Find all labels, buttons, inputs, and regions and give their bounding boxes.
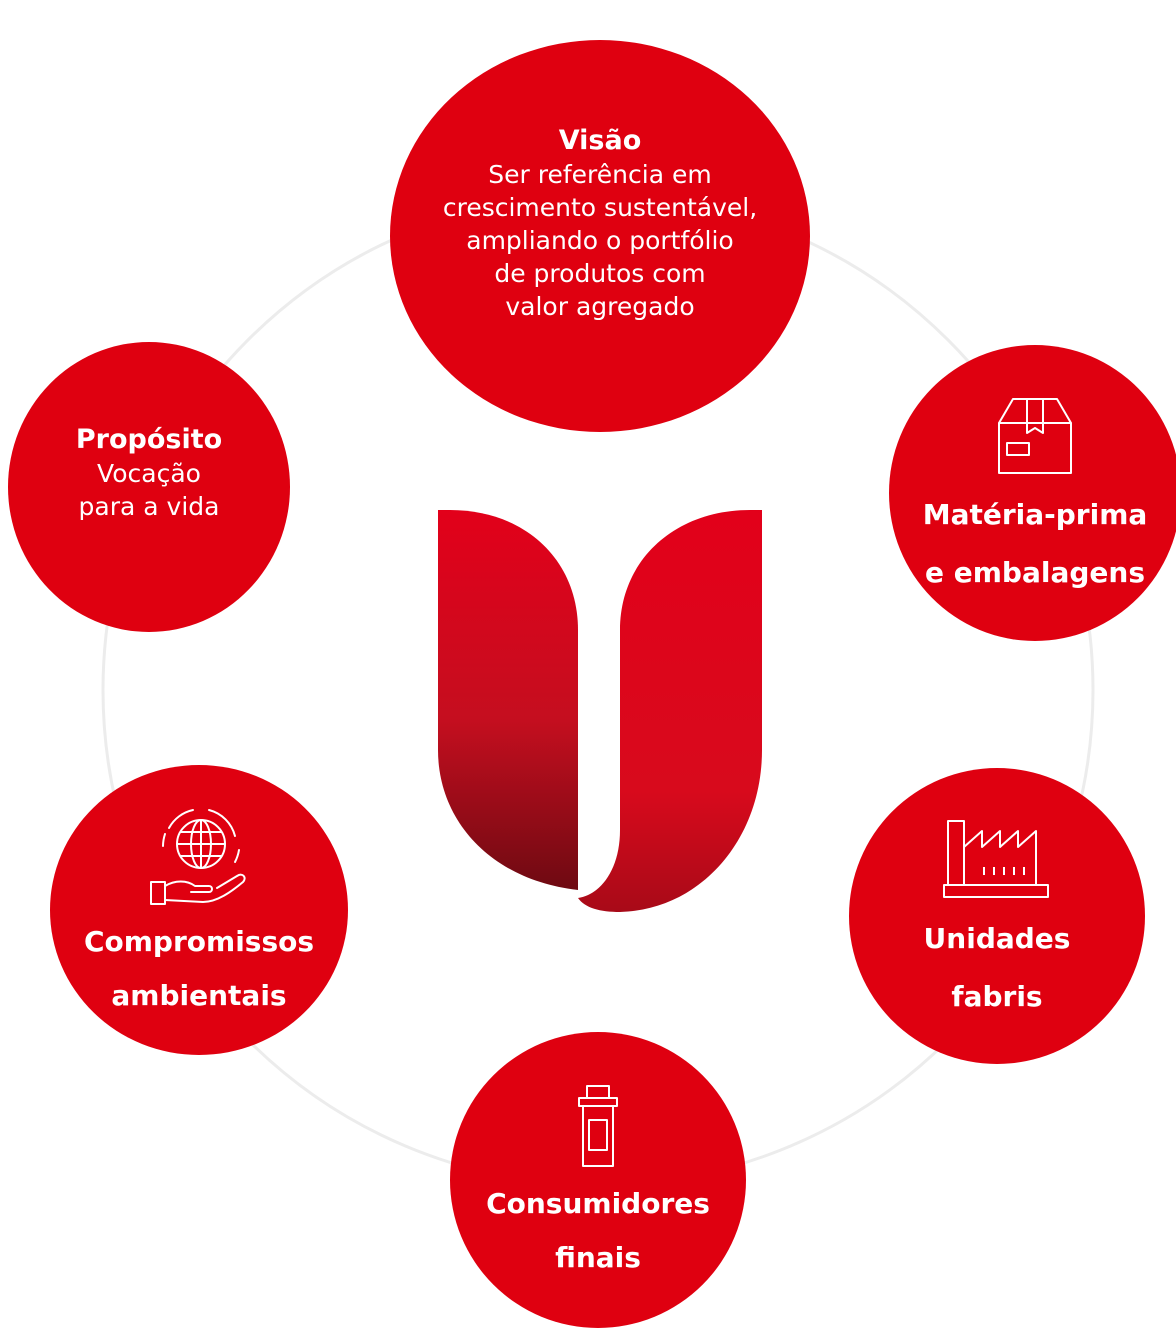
factory-units-circle: Unidades fabris bbox=[849, 768, 1145, 1064]
vision-line: ampliando o portfólio bbox=[466, 225, 734, 255]
globe-in-hand-icon bbox=[150, 809, 246, 905]
factory-units-label: Unidades bbox=[923, 922, 1071, 955]
vision-line: valor agregado bbox=[505, 291, 695, 321]
purpose-line: Vocação bbox=[97, 459, 201, 488]
purpose-title: Propósito bbox=[75, 424, 223, 455]
center-logo bbox=[438, 510, 762, 912]
end-consumers-label: finais bbox=[555, 1241, 641, 1274]
factory-icon bbox=[943, 820, 1049, 898]
vision-line: de produtos com bbox=[494, 258, 706, 288]
factory-units-label: fabris bbox=[951, 980, 1043, 1013]
purpose-line: para a vida bbox=[78, 492, 220, 521]
environmental-commitments-label: Compromissos bbox=[83, 925, 315, 958]
environmental-commitments-circle: Compromissos ambientais bbox=[50, 765, 348, 1055]
environmental-commitments-label: ambientais bbox=[111, 979, 287, 1012]
end-consumers-circle: Consumidores finais bbox=[450, 1032, 746, 1328]
vision-title: Visão bbox=[558, 124, 642, 156]
purpose-circle: Propósito Vocação para a vida bbox=[8, 342, 290, 632]
end-consumers-label: Consumidores bbox=[486, 1187, 710, 1220]
raw-material-label: Matéria-prima bbox=[922, 498, 1148, 531]
box-icon bbox=[998, 398, 1072, 474]
raw-material-label: e embalagens bbox=[925, 556, 1145, 589]
vision-line: Ser referência em bbox=[488, 159, 712, 189]
vision-circle: Visão Ser referência em crescimento sust… bbox=[390, 40, 810, 432]
medicine-bottle-icon bbox=[578, 1085, 618, 1167]
vision-line: crescimento sustentável, bbox=[442, 192, 758, 222]
raw-material-circle: Matéria-prima e embalagens bbox=[889, 345, 1176, 641]
